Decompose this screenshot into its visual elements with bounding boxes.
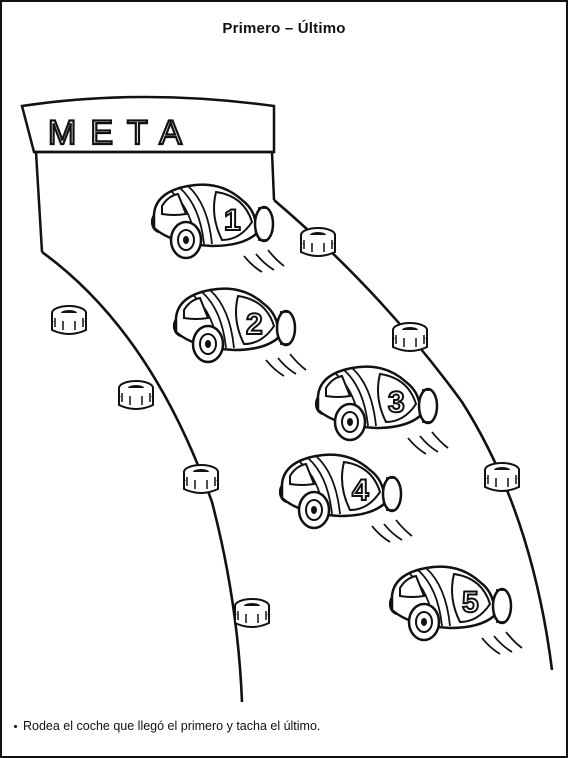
race-car-5[interactable]: 5: [388, 565, 524, 656]
car-number: 1: [224, 204, 241, 237]
finish-banner: META: [20, 95, 276, 253]
page-title: Primero – Último: [222, 20, 346, 37]
tire-stack: [300, 227, 336, 257]
instruction-label: Rodea el coche que llegó el primero y ta…: [23, 719, 321, 733]
car-number: 5: [462, 586, 479, 619]
race-car-2[interactable]: 2: [172, 287, 308, 378]
tire-stack: [51, 305, 87, 335]
tire-stack: [392, 322, 428, 352]
race-car-1[interactable]: 1: [150, 183, 286, 274]
race-track: [41, 199, 554, 703]
car-number: 4: [352, 474, 369, 507]
tire-stack: [484, 462, 520, 492]
bullet-icon: [14, 725, 17, 729]
car-number: 3: [388, 386, 405, 419]
instruction-text: Rodea el coche que llegó el primero y ta…: [14, 719, 320, 733]
tire-stack: [118, 380, 154, 410]
race-car-4[interactable]: 4: [278, 453, 414, 544]
car-number: 2: [246, 308, 263, 341]
race-car-3[interactable]: 3: [314, 365, 450, 456]
tire-stack: [234, 598, 270, 628]
tire-stack: [183, 464, 219, 494]
banner-text: META: [48, 114, 196, 152]
